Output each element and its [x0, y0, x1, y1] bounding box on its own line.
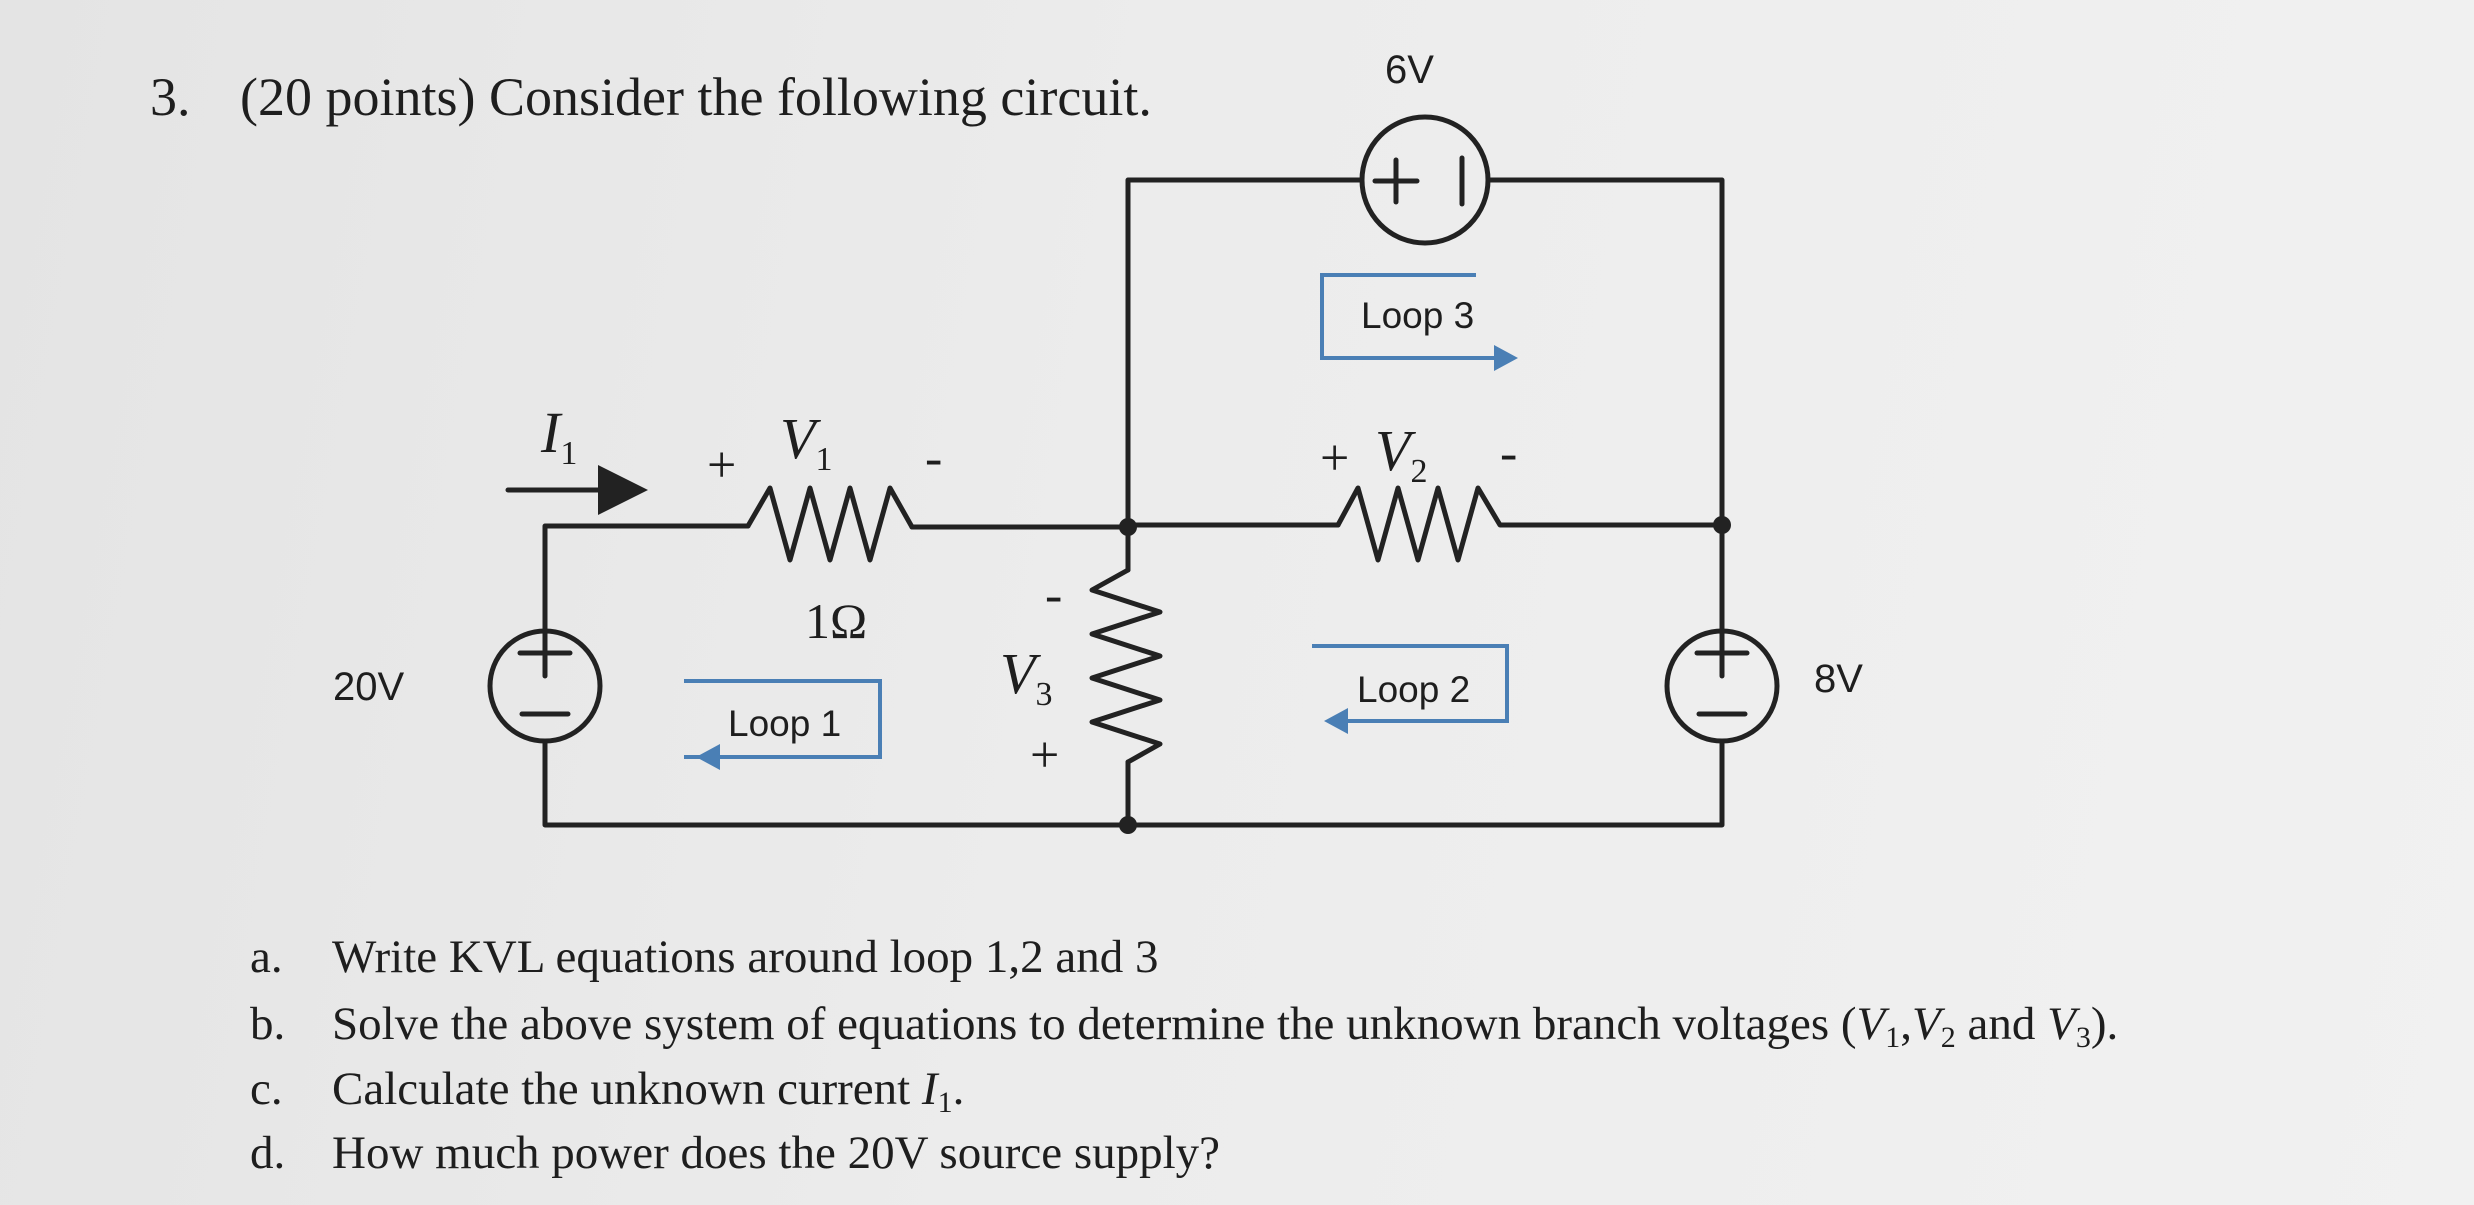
wire-top-left — [1125, 177, 1365, 528]
current-symbol: I1 — [540, 400, 577, 472]
question-b-letter: b. — [250, 998, 286, 1050]
loop1-box — [684, 679, 882, 759]
resistor-r3 — [1089, 567, 1163, 765]
wire-left-lower — [542, 738, 1131, 828]
source-20v-label: 20V — [333, 665, 404, 709]
v3-minus: - — [1045, 567, 1062, 624]
resistor-r2 — [1335, 485, 1725, 563]
source-6v-label: 6V — [1385, 48, 1434, 92]
question-a-letter: a. — [250, 931, 283, 983]
problem-statement: (20 points) Consider the following circu… — [240, 67, 1152, 127]
question-c: c.Calculate the unknown current I1. — [250, 1063, 965, 1119]
loop3-box — [1320, 273, 1499, 360]
loop3-label: Loop 3 — [1361, 295, 1474, 336]
problem-number: 3. — [150, 67, 191, 127]
question-b: b. Solve the above system of equations to… — [250, 998, 2119, 1054]
question-c-i1: I1 — [921, 1063, 953, 1119]
loop2-box — [1312, 644, 1509, 723]
source-8v-label: 8V — [1814, 657, 1863, 701]
v2-minus: - — [1500, 425, 1517, 482]
v1-plus: + — [707, 437, 736, 494]
question-d-letter: d. — [250, 1127, 286, 1179]
question-d: d. How much power does the 20V source sup… — [250, 1126, 1220, 1180]
v3-symbol: V3 — [1000, 641, 1052, 713]
resistor-1-value: 1Ω — [805, 593, 867, 649]
question-b-text: Solve the above system of equations to d… — [332, 998, 1857, 1050]
question-a-text: Write KVL equations around loop 1,2 and … — [332, 931, 1159, 983]
node-bottom — [1119, 816, 1137, 834]
v3-plus: + — [1030, 727, 1059, 784]
loop2-label: Loop 2 — [1357, 669, 1470, 710]
wire-bottom-right — [1125, 738, 1725, 828]
loop1-arrow — [696, 744, 720, 770]
question-b-v2: V2 — [1912, 998, 1956, 1054]
wire-left-upper — [542, 523, 751, 635]
voltage-source-6v — [1359, 114, 1491, 246]
problem-heading: 3. (20 points) Consider the following cir… — [150, 66, 1152, 128]
question-c-letter: c. — [250, 1063, 283, 1115]
question-b-v1: V1 — [1856, 998, 1901, 1054]
loop1-label: Loop 1 — [728, 703, 841, 744]
node-top — [1119, 518, 1137, 536]
v1-minus: - — [925, 430, 942, 487]
loop2-arrow — [1324, 708, 1348, 734]
question-a: a. Write KVL equations around loop 1,2 an… — [250, 930, 1159, 984]
v2-symbol: V2 — [1375, 418, 1427, 490]
question-d-text: How much power does the 20V source suppl… — [332, 1127, 1221, 1179]
node-right — [1713, 516, 1731, 534]
question-c-text: Calculate the unknown current — [332, 1063, 922, 1115]
v1-symbol: V1 — [780, 406, 832, 478]
loop3-arrow — [1494, 345, 1518, 371]
question-b-v3: V3 — [2047, 998, 2091, 1054]
resistor-r1 — [745, 485, 915, 563]
circuit-diagram: 6V Loop 3 20V 8V Loop 1 Loop 2 I1 + V1 -… — [333, 48, 1863, 834]
wire-top-right — [1485, 177, 1725, 528]
v2-plus: + — [1320, 430, 1349, 487]
